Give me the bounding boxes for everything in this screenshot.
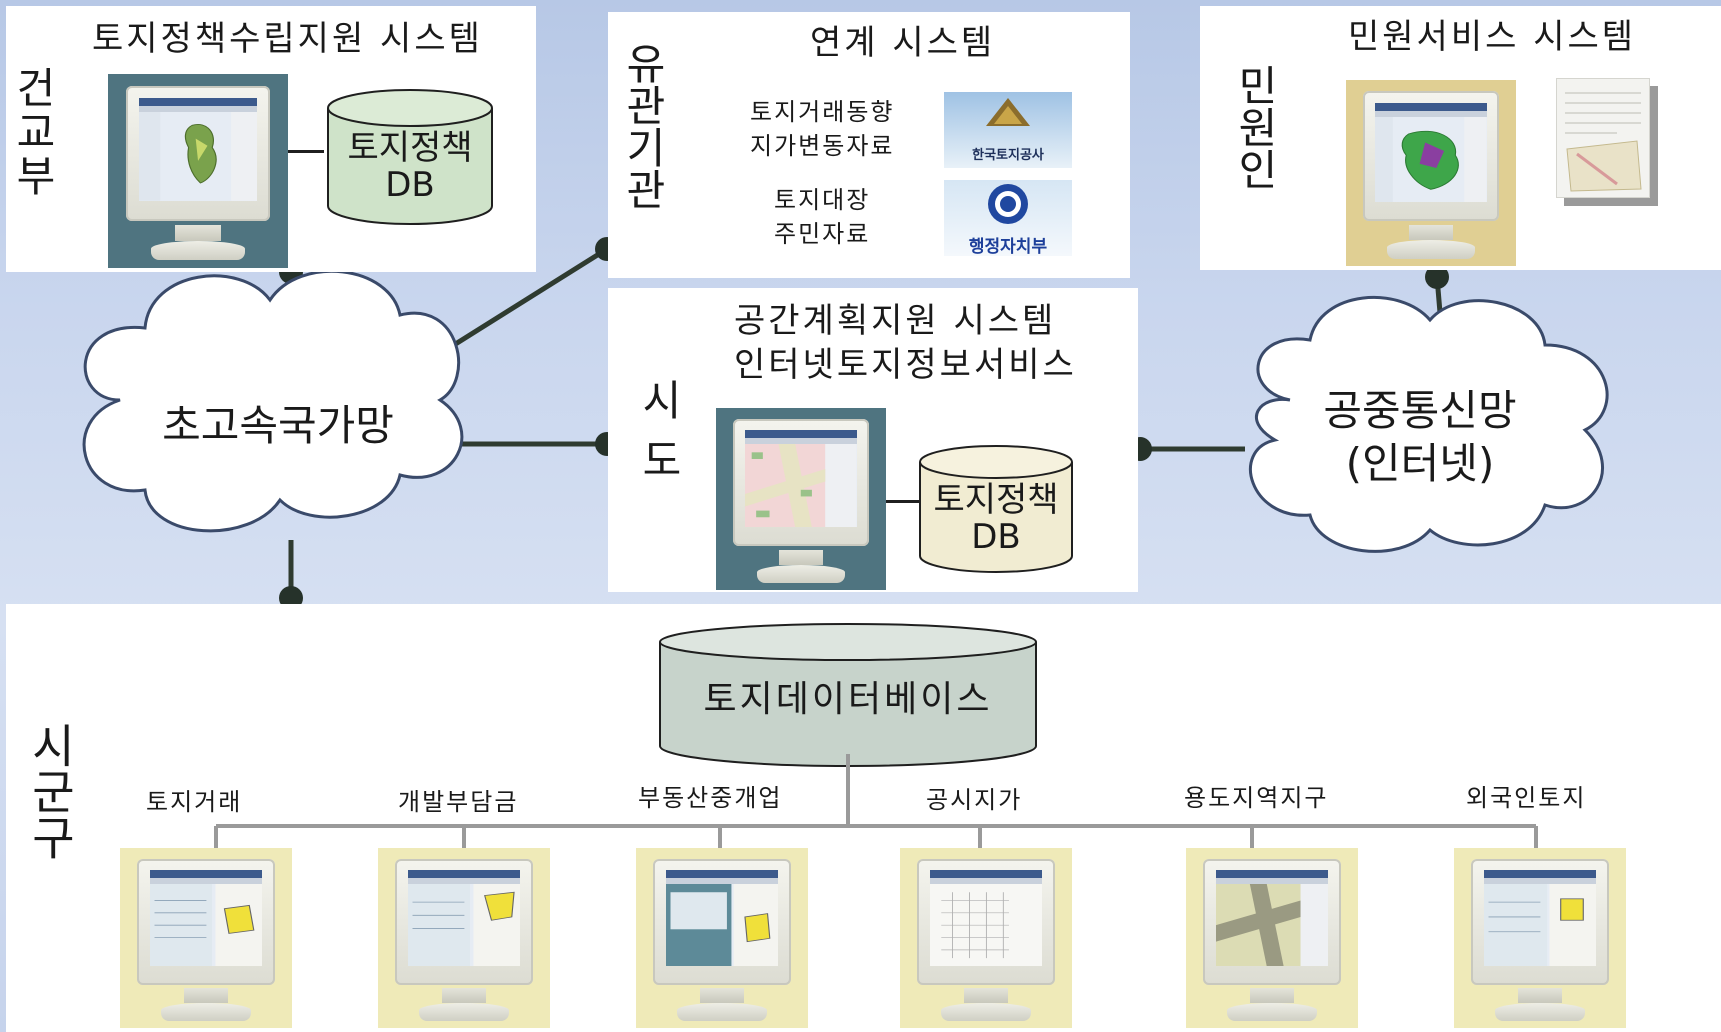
moct-org-text: 건교부 bbox=[8, 66, 58, 198]
module-label-2: 개발부담금 bbox=[398, 788, 519, 816]
module-label-3: 부동산중개업 bbox=[638, 784, 783, 812]
sido-panel: 공간계획지원 시스템 인터넷토지정보서비스 시도 토지정책 DB bbox=[608, 288, 1138, 592]
related-item2-line2: 주민자료 bbox=[774, 220, 871, 248]
sido-title-line2: 인터넷토지정보서비스 bbox=[734, 345, 1077, 385]
citizen-system-title: 민원서비스 시스템 bbox=[1348, 17, 1637, 57]
related-item2-line1: 토지대장 bbox=[774, 186, 871, 214]
related-item1-line1: 토지거래동향 bbox=[750, 98, 895, 126]
module-label-1: 토지거래 bbox=[146, 788, 243, 816]
sido-db-label: 토지정책 DB bbox=[916, 480, 1076, 558]
module-label-4: 공시지가 bbox=[926, 786, 1023, 814]
backbone-cloud bbox=[82, 269, 464, 533]
sido-org-text: 시도 bbox=[634, 378, 684, 498]
public-label-line1: 공중통신망 bbox=[1323, 386, 1516, 435]
sido-monitor bbox=[716, 408, 886, 590]
moct-db-line2: DB bbox=[385, 165, 435, 206]
lx-logo: 한국토지공사 bbox=[944, 92, 1072, 168]
moct-db-connector bbox=[288, 150, 324, 153]
link-backbone-related bbox=[428, 246, 609, 363]
mogaha-logo-mark bbox=[988, 184, 1028, 224]
module-monitor-1 bbox=[120, 848, 292, 1028]
backbone-label: 초고속국가망 bbox=[162, 401, 394, 450]
sido-db-connector bbox=[886, 500, 926, 503]
citizen-monitor bbox=[1346, 80, 1516, 266]
citizen-document bbox=[1556, 78, 1650, 198]
sido-org-label: 시도 bbox=[632, 378, 684, 498]
citizen-org-label: 민원인 bbox=[1228, 64, 1280, 190]
sigungu-panel: 시군구 토지데이터베이스 토지거래 개발부담금 부동산중개업 공시지가 용도지역… bbox=[6, 604, 1721, 1032]
citizen-document-content bbox=[1565, 92, 1642, 192]
module-label-6: 외국인토지 bbox=[1466, 784, 1587, 812]
node-citizen bbox=[1425, 265, 1449, 289]
module-label-5: 용도지역지구 bbox=[1184, 784, 1329, 812]
moct-system-title: 토지정책수립지원 시스템 bbox=[92, 19, 483, 59]
sigungu-org-text: 시군구 bbox=[23, 722, 78, 860]
related-org-label: 유관기관 bbox=[616, 42, 668, 210]
sigungu-db-label: 토지데이터베이스 bbox=[703, 679, 993, 720]
related-org-text: 유관기관 bbox=[618, 42, 668, 210]
moct-panel: 건교부 토지정책수립지원 시스템 토지정책 DB bbox=[6, 6, 536, 272]
moct-db-line1: 토지정책 bbox=[347, 128, 473, 168]
sido-db-line1: 토지정책 bbox=[933, 480, 1059, 520]
module-monitor-3 bbox=[636, 848, 808, 1028]
module-monitor-2 bbox=[378, 848, 550, 1028]
related-system-title: 연계 시스템 bbox=[810, 23, 996, 63]
sido-db-cylinder bbox=[919, 445, 1073, 573]
moct-db-cylinder bbox=[327, 89, 493, 225]
sigungu-org-label: 시군구 bbox=[23, 722, 78, 860]
related-panel: 유관기관 연계 시스템 토지거래동향 지가변동자료 한국토지공사 토지대장 주민… bbox=[608, 12, 1130, 278]
lx-logo-text: 한국토지공사 bbox=[972, 148, 1044, 163]
moct-monitor bbox=[108, 74, 288, 268]
module-monitor-6 bbox=[1454, 848, 1626, 1028]
module-tree bbox=[214, 754, 1538, 848]
citizen-panel: 민원인 민원서비스 시스템 bbox=[1200, 6, 1721, 270]
public-cloud bbox=[1249, 295, 1609, 553]
moct-org-label: 건교부 bbox=[6, 66, 58, 198]
mogaha-logo: 행정자치부 bbox=[944, 180, 1072, 257]
sido-title-line1: 공간계획지원 시스템 bbox=[734, 301, 1057, 341]
sigungu-db-cylinder bbox=[659, 623, 1037, 767]
lx-logo-mark bbox=[986, 98, 1030, 126]
moct-db-label: 토지정책 DB bbox=[324, 128, 496, 206]
module-monitor-5 bbox=[1186, 848, 1358, 1028]
mogaha-logo-text: 행정자치부 bbox=[968, 237, 1048, 257]
public-label-line2: (인터넷) bbox=[1346, 439, 1495, 488]
sido-db-line2: DB bbox=[971, 517, 1021, 558]
module-monitor-4 bbox=[900, 848, 1072, 1028]
citizen-org-text: 민원인 bbox=[1230, 64, 1280, 190]
related-item1-line2: 지가변동자료 bbox=[750, 132, 895, 160]
